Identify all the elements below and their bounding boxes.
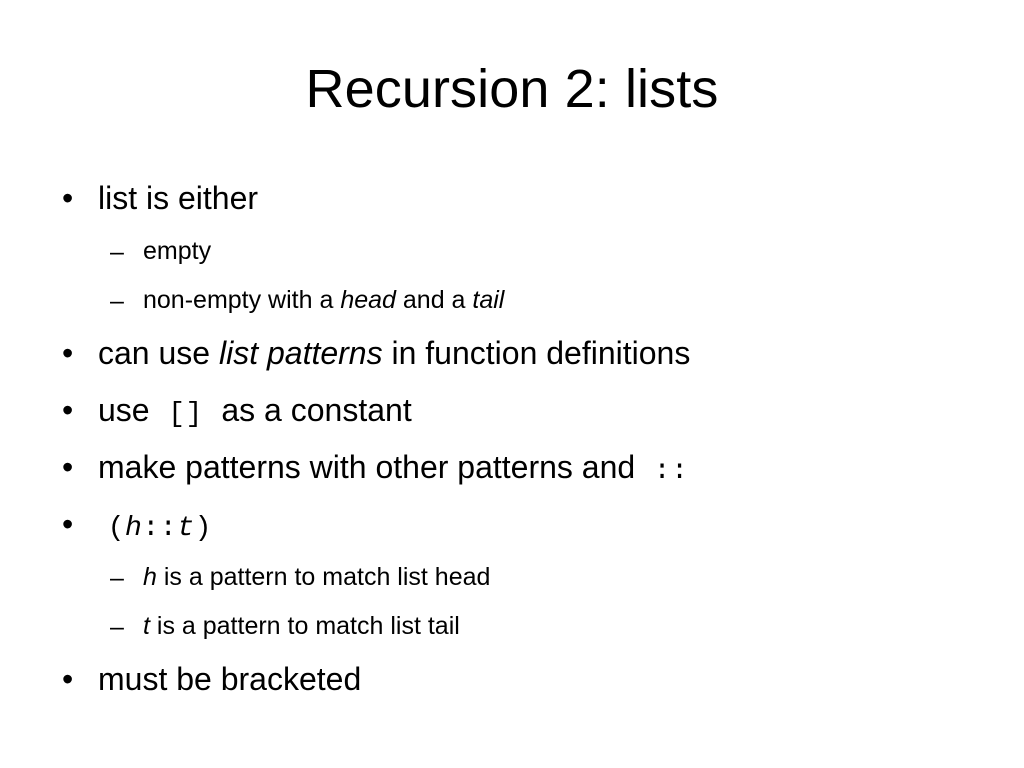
bullet-text: can use list patterns in function defini… (98, 337, 690, 369)
run-code-variable-h: h (125, 513, 143, 544)
bullet-marker-dot: • (62, 506, 74, 542)
bullet-marker-dot: • (62, 335, 74, 371)
run-text: use (98, 392, 159, 428)
bullet-text: use [] as a constant (98, 394, 412, 429)
run-code-empty-list: [] (168, 399, 203, 430)
bullet-text: make patterns with other patterns and :: (98, 451, 688, 486)
run-emphasis-h: h (143, 563, 157, 591)
bullet-marker-dash: – (110, 564, 124, 592)
bullet-h-head: – h is a pattern to match list head (0, 565, 1024, 614)
run-text: as a constant (212, 392, 412, 428)
bullet-make-patterns: • make patterns with other patterns and … (0, 451, 1024, 508)
run-text: in function definitions (382, 335, 691, 371)
run-emphasis-head: head (340, 286, 396, 314)
bullet-marker-dot: • (62, 392, 74, 428)
run-emphasis-tail: tail (472, 286, 505, 314)
bullet-non-empty: – non-empty with a head and a tail (0, 288, 1024, 337)
bullet-cons-pattern: • (h::t) (0, 508, 1024, 565)
run-text: is a pattern to match list tail (149, 612, 460, 640)
bullet-list-patterns: • can use list patterns in function defi… (0, 337, 1024, 394)
bullet-text: empty (143, 237, 212, 265)
bullet-empty-list-constant: • use [] as a constant (0, 394, 1024, 451)
slide-body-list: • list is either – empty – non-empty wit… (0, 182, 1024, 720)
run-code-cons-operator: :: (653, 456, 689, 487)
run-code-cons-operator: :: (142, 513, 178, 544)
run-text: make patterns with other patterns and (98, 449, 645, 485)
bullet-marker-dot: • (62, 661, 74, 697)
run-text: and a (395, 286, 473, 314)
run-emphasis-list-patterns: list patterns (218, 335, 383, 371)
bullet-text: h is a pattern to match list head (143, 565, 490, 590)
bullet-must-be-bracketed: • must be bracketed (0, 663, 1024, 720)
run-emphasis-t: t (143, 612, 150, 640)
bullet-marker-dash: – (110, 613, 124, 641)
run-code-paren-close: ) (194, 513, 213, 544)
bullet-marker-dot: • (62, 449, 74, 485)
bullet-t-tail: – t is a pattern to match list tail (0, 614, 1024, 663)
bullet-text: (h::t) (98, 508, 212, 543)
page-title: Recursion 2: lists (305, 59, 719, 119)
run-text: is a pattern to match list head (156, 563, 491, 591)
run-code-variable-t: t (177, 513, 195, 544)
run-code-paren-open: ( (107, 513, 125, 544)
run-text: can use (98, 335, 219, 371)
bullet-list-is-either: • list is either (0, 182, 1024, 239)
bullet-text: list is either (98, 180, 259, 216)
bullet-marker-dash: – (110, 238, 124, 266)
bullet-marker-dot: • (62, 180, 74, 216)
bullet-text: must be bracketed (98, 661, 362, 697)
bullet-empty: – empty (0, 239, 1024, 288)
bullet-text: non-empty with a head and a tail (143, 288, 504, 313)
bullet-marker-dash: – (110, 287, 124, 315)
run-text: non-empty with a (143, 286, 341, 314)
bullet-text: t is a pattern to match list tail (143, 614, 460, 639)
